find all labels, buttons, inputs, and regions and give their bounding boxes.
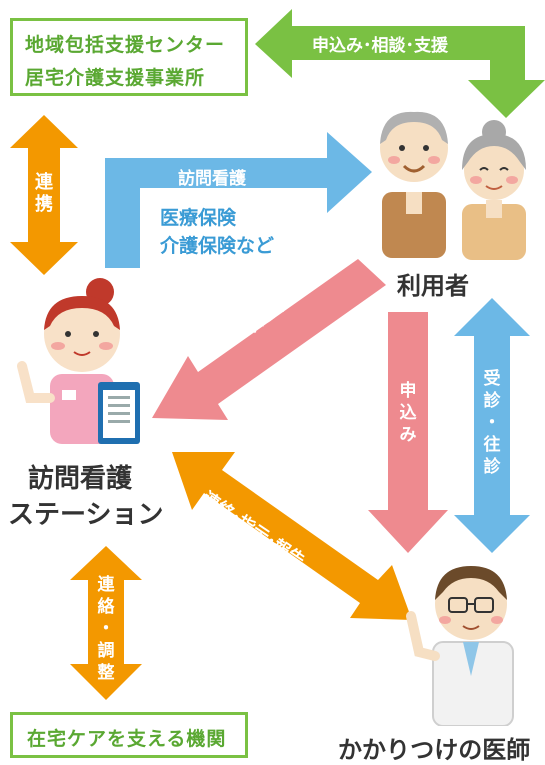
arrow-label-apply-consult-support: 申込み･相談･支援 [312,36,448,56]
orange-contact-arrow [172,452,412,620]
orange-cooperation-arrow [10,115,78,275]
green-bent-arrow [255,9,545,118]
elderly-man-figure [380,111,448,258]
name-badge [62,390,76,400]
support-org-box: 在宅ケアを支える機関 [10,712,248,758]
orange-coordinate-arrow [70,546,142,700]
insurance-care-label: 介護保険など [160,235,275,257]
arrow-label-visit: 受 診 ・ 往 診 [483,369,501,477]
pink-apply-station-arrow [152,259,386,420]
center-box-line2: 居宅介護支援事業所 [25,67,206,89]
arrow-label-apply-doctor: 申 込 み [399,381,417,445]
blue-visit-arrow [454,298,530,553]
users-label: 利用者 [397,272,469,300]
nurse-eye-left-icon [65,331,71,337]
support-org-label: 在宅ケアを支える機関 [27,728,227,750]
insurance-medical-label: 医療保険 [160,207,237,229]
nurse-illustration [17,278,140,444]
station-label-line1: 訪問看護 [28,464,133,494]
blue-visiting-nursing-arrow [105,132,372,268]
arrow-label-visiting-nursing: 訪問看護 [178,169,246,189]
pink-apply-doctor-arrow [368,312,448,553]
elderly-woman-figure [462,120,526,260]
doctor-illustration [406,566,514,726]
arrow-label-coordinate: 連 絡 ・ 調 整 [97,575,115,683]
center-box: 地域包括支援センター 居宅介護支援事業所 [10,18,248,96]
elderly-couple-illustration [380,111,526,260]
arrow-label-cooperation: 連 携 [35,172,53,215]
center-box-line1: 地域包括支援センター [25,34,226,56]
doctor-label: かかりつけの医師 [338,736,531,764]
nurse-eye-right-icon [93,331,99,337]
station-label-line2: ステーション [8,500,164,530]
